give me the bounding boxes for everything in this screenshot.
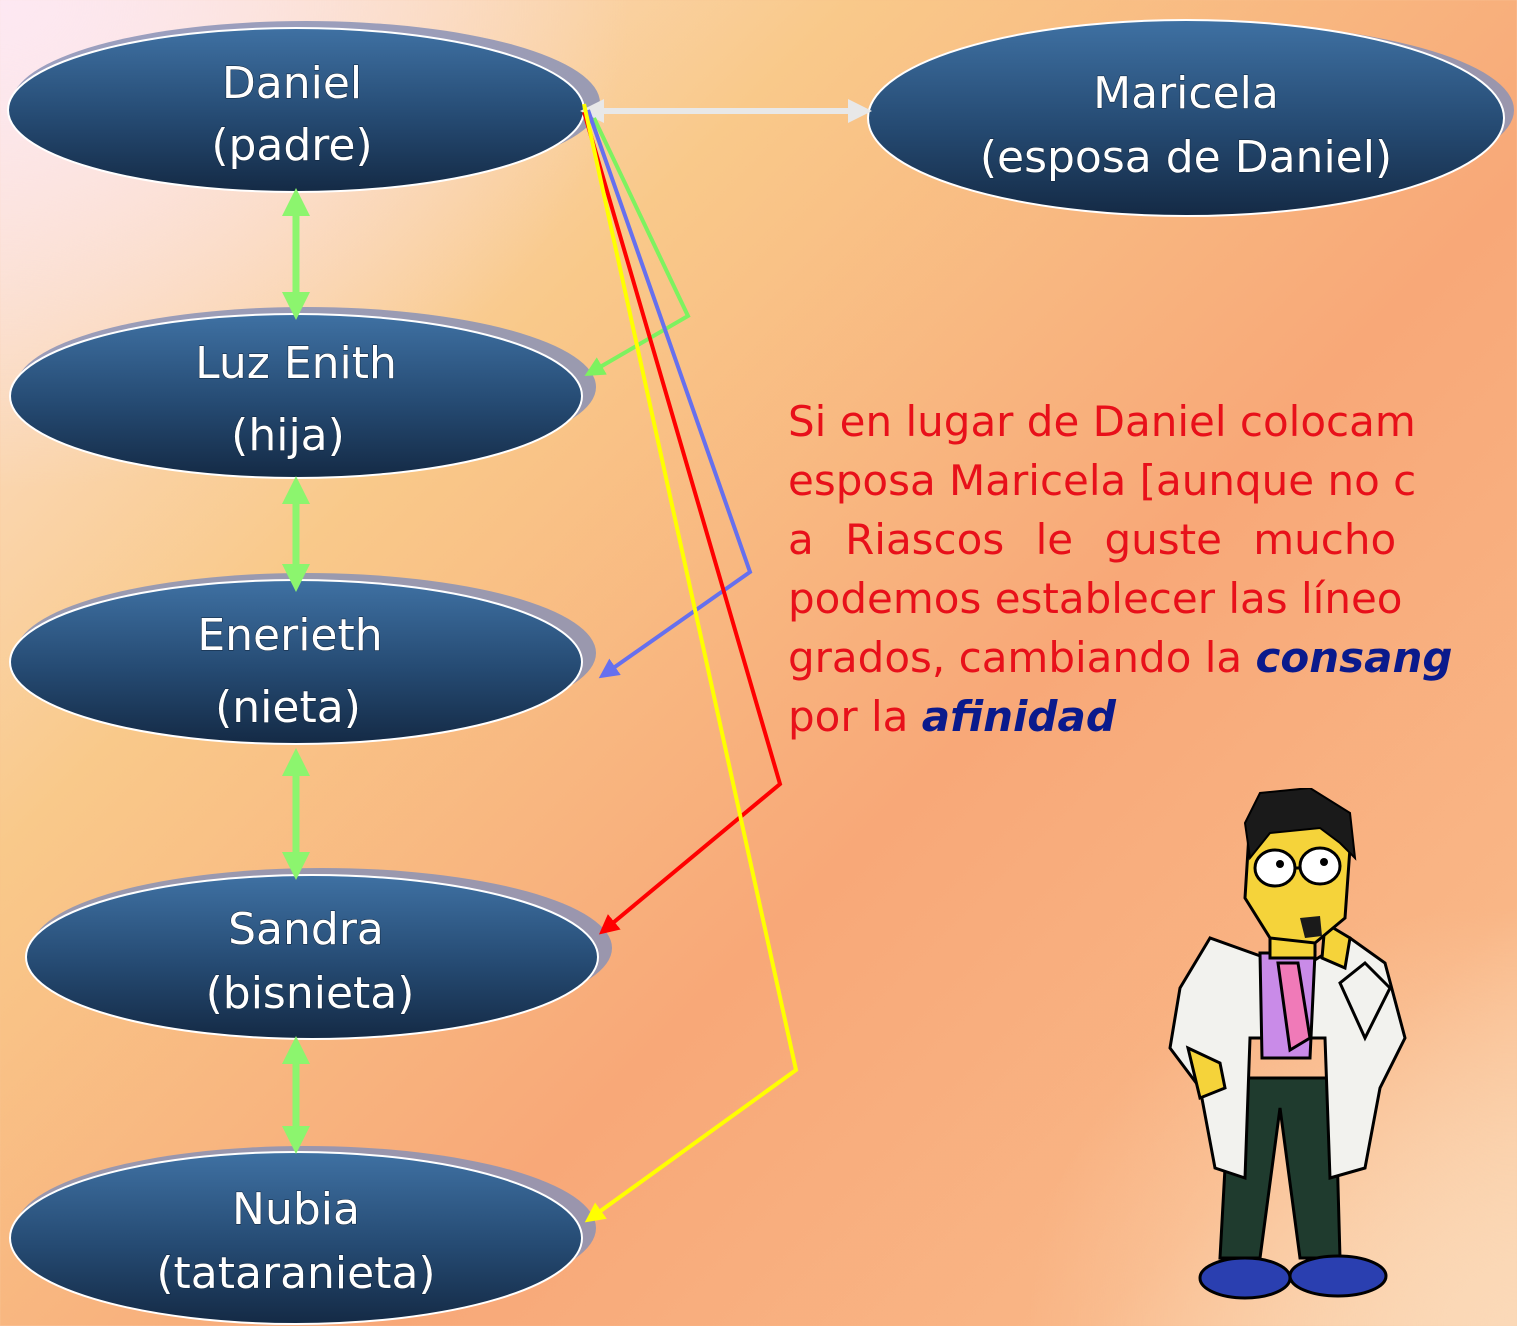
node-maricela-role: (esposa de Daniel) (980, 132, 1392, 183)
paragraph-line-1: Si en lugar de Daniel colocam (788, 397, 1416, 446)
node-enerieth-role: (nieta) (215, 682, 361, 733)
degree-arrow-red (582, 111, 783, 935)
node-nubia-name: Nubia (232, 1184, 360, 1235)
paragraph-line-5: grados, cambiando la consang (788, 628, 1517, 687)
node-nubia-role: (tataranieta) (156, 1248, 435, 1299)
node-daniel-name: Daniel (222, 58, 362, 109)
degree-arrow-green (584, 117, 691, 377)
node-luz-enith: Luz Enith (hija) (9, 307, 596, 479)
paragraph-line-2: esposa Maricela [aunque no c (788, 456, 1417, 505)
node-luz-enith-name: Luz Enith (195, 338, 397, 389)
node-daniel: Daniel (padre) (7, 21, 600, 193)
node-enerieth-name: Enerieth (197, 610, 382, 661)
thinking-doctor-character-icon (1168, 788, 1407, 1300)
node-sandra-role: (bisnieta) (206, 968, 415, 1019)
paragraph-line-6-text: por la (788, 692, 922, 741)
node-sandra: Sandra (bisnieta) (25, 868, 612, 1040)
term-afinidad: afinidad (921, 692, 1116, 741)
node-luz-enith-role: (hija) (231, 410, 345, 461)
node-sandra-name: Sandra (228, 904, 384, 955)
paragraph-line-5-text: grados, cambiando la (788, 633, 1256, 682)
node-maricela-name: Maricela (1093, 68, 1279, 119)
node-enerieth: Enerieth (nieta) (9, 573, 596, 745)
paragraph-line-6: por la afinidad (788, 687, 1517, 746)
degree-arrow-yellow (582, 103, 799, 1223)
paragraph-line-4: podemos establecer las líneo (788, 574, 1403, 623)
term-consanguinidad: consang (1255, 633, 1453, 682)
explanation-paragraph: Si en lugar de Daniel colocam esposa Mar… (788, 392, 1517, 746)
degree-arrow-blue (586, 109, 753, 679)
node-maricela: Maricela (esposa de Daniel) (867, 19, 1514, 217)
node-daniel-role: (padre) (211, 120, 372, 171)
paragraph-line-3: a Riascos le guste mucho (788, 515, 1397, 564)
node-nubia: Nubia (tataranieta) (9, 1146, 596, 1325)
